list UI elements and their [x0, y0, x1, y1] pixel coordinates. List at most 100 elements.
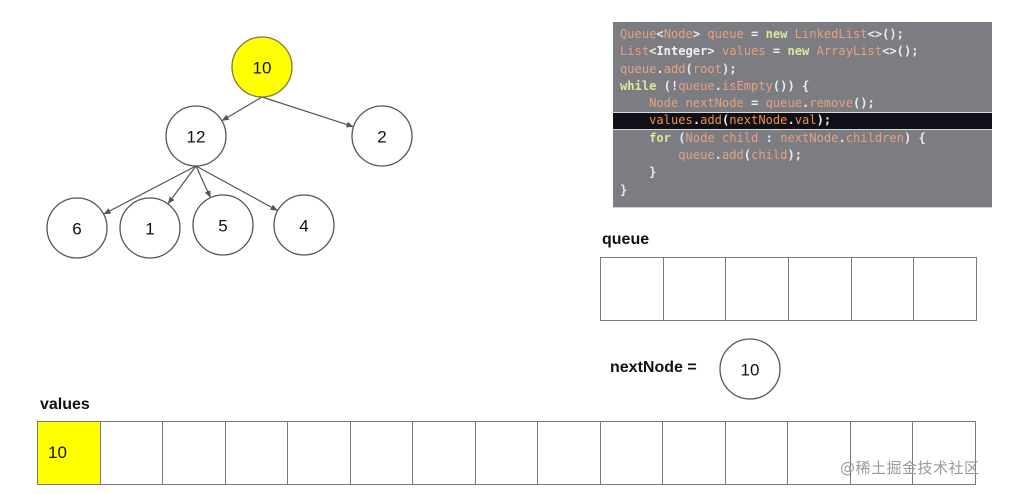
tree-node-value: 2 — [377, 128, 386, 147]
code-token: add — [721, 148, 744, 163]
tree-node-4: 4 — [273, 194, 335, 256]
code-line: Queue<Node> queue = new LinkedList<>(); — [613, 26, 992, 43]
values-cell — [851, 422, 914, 484]
tree-node-value: 1 — [145, 220, 154, 239]
code-token — [678, 96, 685, 110]
code-panel: Queue<Node> queue = new LinkedList<>();L… — [613, 22, 992, 208]
code-line: while (!queue.isEmpty()) { — [613, 78, 992, 95]
code-token: child — [751, 148, 788, 163]
queue-cell — [726, 258, 790, 320]
code-token: (); — [853, 96, 875, 111]
code-token: <>(); — [867, 27, 904, 41]
code-token: Integer — [656, 44, 708, 59]
code-line: List<Integer> values = new ArrayList<>()… — [613, 43, 992, 60]
code-line: } — [613, 164, 992, 181]
code-token: . — [802, 96, 810, 111]
code-token: queue — [678, 78, 715, 93]
values-cell — [351, 422, 414, 484]
queue-cell — [914, 258, 976, 320]
tree-node-circle — [119, 197, 181, 259]
tree-edge-n10-n2 — [261, 96, 354, 128]
tree-node-circle — [231, 36, 293, 98]
code-token: ( — [743, 148, 752, 163]
queue-label: queue — [602, 231, 650, 248]
values-cell — [538, 422, 601, 484]
code-token: : — [758, 130, 781, 145]
tree-edge-n12-n4 — [195, 165, 278, 212]
code-token: new — [787, 44, 810, 59]
code-token: values — [721, 44, 766, 59]
code-token — [620, 96, 649, 110]
code-token: add — [700, 113, 722, 128]
code-token: Queue — [620, 27, 657, 41]
code-token: ( — [670, 130, 686, 145]
code-line: for (Node child : nextNode.children) { — [613, 130, 992, 147]
code-token — [715, 131, 722, 145]
code-token — [620, 148, 678, 162]
values-cell — [601, 422, 664, 484]
code-token: . — [656, 61, 664, 76]
code-token: > — [707, 44, 722, 59]
code-token: queue — [620, 61, 657, 76]
values-cell — [476, 422, 539, 484]
code-token: Node — [685, 130, 715, 145]
code-token: queue — [707, 27, 744, 41]
code-token: < — [656, 27, 664, 41]
code-token: (! — [656, 78, 679, 93]
code-token — [620, 113, 649, 127]
code-line: queue.add(child); — [613, 147, 992, 164]
tree-node-10: 10 — [231, 36, 293, 98]
code-token: ( — [685, 61, 693, 76]
code-line: } — [613, 182, 992, 199]
values-cell — [101, 422, 164, 484]
next-node-value: 10 — [741, 361, 760, 380]
code-token: < — [649, 44, 657, 59]
code-token: . — [838, 130, 846, 145]
code-token — [620, 131, 649, 145]
code-token: remove — [809, 96, 853, 111]
tree-node-value: 5 — [218, 217, 227, 236]
code-token: . — [714, 148, 722, 163]
values-cell — [663, 422, 726, 484]
watermark: @稀土掘金技术社区 — [840, 459, 980, 477]
code-token: ) { — [903, 130, 926, 145]
tree-node-12: 12 — [165, 105, 227, 167]
code-token: <>(); — [882, 44, 919, 59]
tree-node-circle — [192, 194, 254, 256]
code-token: new — [765, 27, 788, 41]
tree-node-1: 1 — [119, 197, 181, 259]
values-cell: 10 — [38, 422, 101, 484]
values-label: values — [40, 396, 90, 413]
code-token: . — [714, 78, 722, 93]
code-token: Node — [663, 27, 693, 41]
values-cell — [163, 422, 226, 484]
code-token: nextNode — [729, 113, 788, 128]
code-token — [787, 27, 794, 41]
code-token: values — [649, 113, 693, 128]
code-token — [809, 44, 816, 58]
values-cell — [413, 422, 476, 484]
queue-cell — [664, 258, 727, 320]
queue-cell — [852, 258, 915, 320]
code-token: val — [794, 113, 817, 128]
code-line: queue.add(root); — [613, 61, 992, 78]
code-token: > — [692, 27, 708, 41]
code-line-active: values.add(nextNode.val); — [613, 112, 992, 130]
queue-cell — [789, 258, 852, 320]
code-token: nextNode — [780, 130, 839, 145]
values-cell — [288, 422, 351, 484]
tree-edge-n12-n6 — [103, 165, 197, 215]
code-token: while — [620, 78, 657, 93]
code-token: isEmpty — [721, 78, 773, 93]
code-token: root — [692, 61, 722, 76]
tree-node-6: 6 — [46, 197, 108, 259]
code-token: = — [743, 27, 766, 41]
tree-node-5: 5 — [192, 194, 254, 256]
code-line: Node nextNode = queue.remove(); — [613, 95, 992, 112]
tree-node-circle — [351, 105, 413, 167]
code-token: } — [620, 165, 657, 180]
tree-node-2: 2 — [351, 105, 413, 167]
tree-edge-n12-n1 — [167, 165, 197, 205]
code-token: queue — [765, 96, 803, 111]
